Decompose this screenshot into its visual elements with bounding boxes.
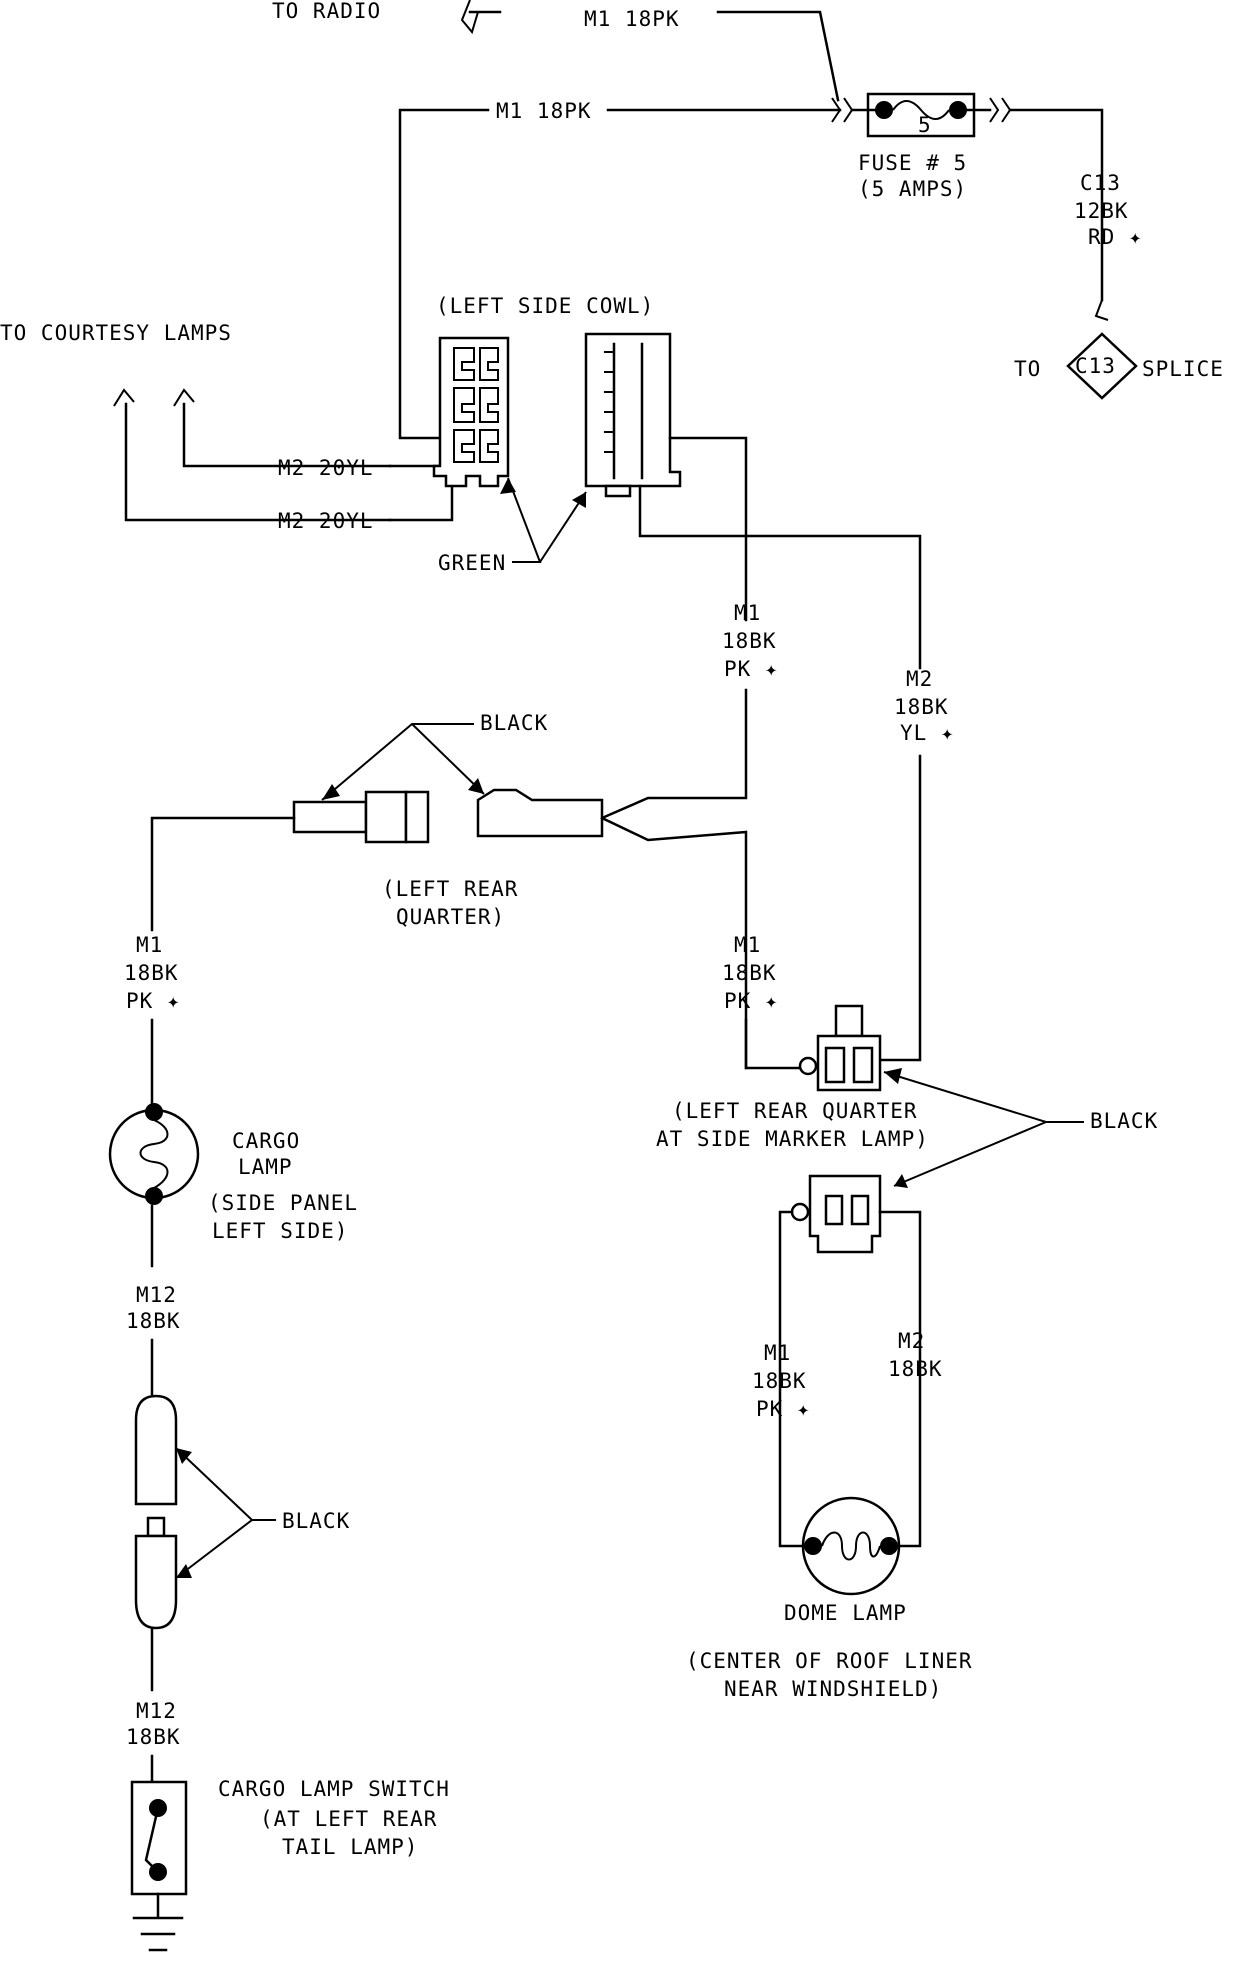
lrq-label-1: (LEFT REAR bbox=[382, 877, 518, 901]
fuse-icon: 5 bbox=[831, 92, 1104, 302]
lamp-bulb-icon bbox=[108, 1103, 200, 1205]
ground-icon bbox=[132, 1892, 184, 1952]
switch-label-2: (AT LEFT REAR bbox=[260, 1807, 437, 1831]
m1-left-label-2: 18BK bbox=[124, 961, 179, 985]
connector-icon bbox=[476, 788, 604, 838]
switch-label-3: TAIL LAMP) bbox=[282, 1835, 418, 1859]
m1-left-label-1: M1 bbox=[136, 933, 163, 957]
dome-location-label-1: (CENTER OF ROOF LINER bbox=[686, 1649, 973, 1673]
left-side-cowl-label: (LEFT SIDE COWL) bbox=[436, 294, 654, 318]
connector-icon bbox=[798, 1004, 882, 1092]
fuse-number: 5 bbox=[918, 113, 932, 137]
m1-mid-label-1: M1 bbox=[734, 933, 761, 957]
wire-m2-20yl-b: M2 20YL bbox=[278, 509, 374, 533]
m1-cowl-label-1: M1 bbox=[734, 601, 761, 625]
splice-diamond-icon: C13 bbox=[1066, 332, 1138, 400]
lamp-bulb-icon bbox=[801, 1496, 901, 1596]
green-label: GREEN bbox=[438, 551, 506, 575]
m2-cowl-label-3: YL ✦ bbox=[900, 721, 955, 745]
m2-cowl-label-2: 18BK bbox=[894, 695, 949, 719]
courtesy-breaks bbox=[113, 388, 195, 407]
cargo-label-1: CARGO bbox=[232, 1129, 300, 1153]
connector-icon bbox=[134, 1394, 178, 1630]
m12-b-label-2: 18BK bbox=[126, 1725, 181, 1749]
connector-icon bbox=[292, 790, 430, 844]
m1-dome-label-1: M1 bbox=[764, 1341, 791, 1365]
m1-left-label-3: PK ✦ bbox=[126, 989, 181, 1013]
switch-icon bbox=[130, 1780, 188, 1896]
fuse-amps: (5 AMPS) bbox=[858, 177, 967, 201]
cargo-label-2: LAMP bbox=[238, 1155, 293, 1179]
black-mid-label: BLACK bbox=[282, 1509, 350, 1533]
m2-dome-label-2: 18BK bbox=[888, 1357, 943, 1381]
side-marker-label-2: AT SIDE MARKER LAMP) bbox=[656, 1127, 929, 1151]
m12-a-label-1: M12 bbox=[136, 1283, 177, 1307]
black-right-label: BLACK bbox=[1090, 1109, 1158, 1133]
cargo-label-4: LEFT SIDE) bbox=[212, 1219, 348, 1243]
dome-lamp-label: DOME LAMP bbox=[784, 1601, 907, 1625]
splice-word-label: SPLICE bbox=[1142, 357, 1224, 381]
m1-dome-label-2: 18BK bbox=[752, 1369, 807, 1393]
black-top-label: BLACK bbox=[480, 711, 548, 735]
m1-cowl-label-2: 18BK bbox=[722, 629, 777, 653]
wire-m1-top bbox=[398, 108, 842, 440]
m1-mid-label-3: PK ✦ bbox=[724, 989, 779, 1013]
c13-label-2: 12BK bbox=[1074, 199, 1129, 223]
wire-m1-top-label: M1 18PK bbox=[496, 99, 592, 123]
wire-m1-radio-label: M1 18PK bbox=[584, 7, 680, 31]
m12-a-label-2: 18BK bbox=[126, 1309, 181, 1333]
splice-to-label: TO bbox=[1014, 357, 1041, 381]
m12-b-label-1: M12 bbox=[136, 1699, 177, 1723]
c13-label-1: C13 bbox=[1080, 171, 1121, 195]
splice-id: C13 bbox=[1075, 354, 1116, 378]
m2-cowl-label-1: M2 bbox=[906, 667, 933, 691]
courtesy-lamps-label: TO COURTESY LAMPS bbox=[0, 321, 232, 345]
connector-icon bbox=[432, 336, 510, 488]
to-radio-label: TO RADIO bbox=[272, 0, 381, 23]
lrq-label-2: QUARTER) bbox=[396, 905, 505, 929]
fuse-title: FUSE # 5 bbox=[858, 151, 967, 175]
cargo-label-3: (SIDE PANEL bbox=[208, 1191, 358, 1215]
side-marker-label-1: (LEFT REAR QUARTER bbox=[672, 1099, 918, 1123]
dome-location-label-2: NEAR WINDSHIELD) bbox=[724, 1677, 942, 1701]
connector-icon bbox=[584, 332, 682, 498]
switch-label-1: CARGO LAMP SWITCH bbox=[218, 1777, 450, 1801]
wire-m2-20yl-a: M2 20YL bbox=[278, 456, 374, 480]
m1-cowl-label-3: PK ✦ bbox=[724, 657, 779, 681]
wire-cowl-m2 bbox=[638, 436, 922, 670]
c13-label-3: RD ✦ bbox=[1088, 225, 1143, 249]
m2-dome-label-1: M2 bbox=[898, 1329, 925, 1353]
connector-icon bbox=[790, 1174, 882, 1254]
radio-feed bbox=[460, 0, 840, 102]
m1-dome-label-3: PK ✦ bbox=[756, 1397, 811, 1421]
m1-mid-label-2: 18BK bbox=[722, 961, 777, 985]
